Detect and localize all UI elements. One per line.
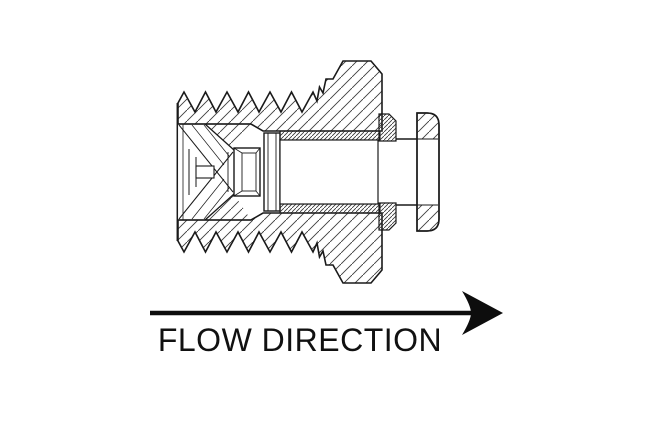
retaining-gland [378, 113, 397, 231]
flow-arrowhead-icon [462, 291, 503, 335]
sleeve-wall-top [279, 130, 381, 141]
sleeve-rim [263, 132, 281, 212]
inlet-recess-details [176, 103, 251, 241]
cone-edge-top [204, 123, 235, 151]
flow-arrow [150, 291, 503, 335]
valve-body-section [177, 60, 383, 284]
flow-direction-label: FLOW DIRECTION [158, 322, 442, 358]
cone-edge-bottom [204, 193, 235, 221]
flange-outline-restroke [416, 112, 440, 232]
valve-seat-spool [233, 147, 261, 197]
sleeve-cavity [279, 139, 379, 205]
poppet-flange [396, 112, 440, 232]
orifice-passage [195, 165, 215, 179]
countersink-cone-section [205, 124, 251, 220]
body-upper-half [177, 60, 383, 132]
sleeve-cartridge [263, 130, 381, 214]
sleeve-wall-bottom [279, 203, 381, 214]
body-lower-half [177, 212, 383, 284]
